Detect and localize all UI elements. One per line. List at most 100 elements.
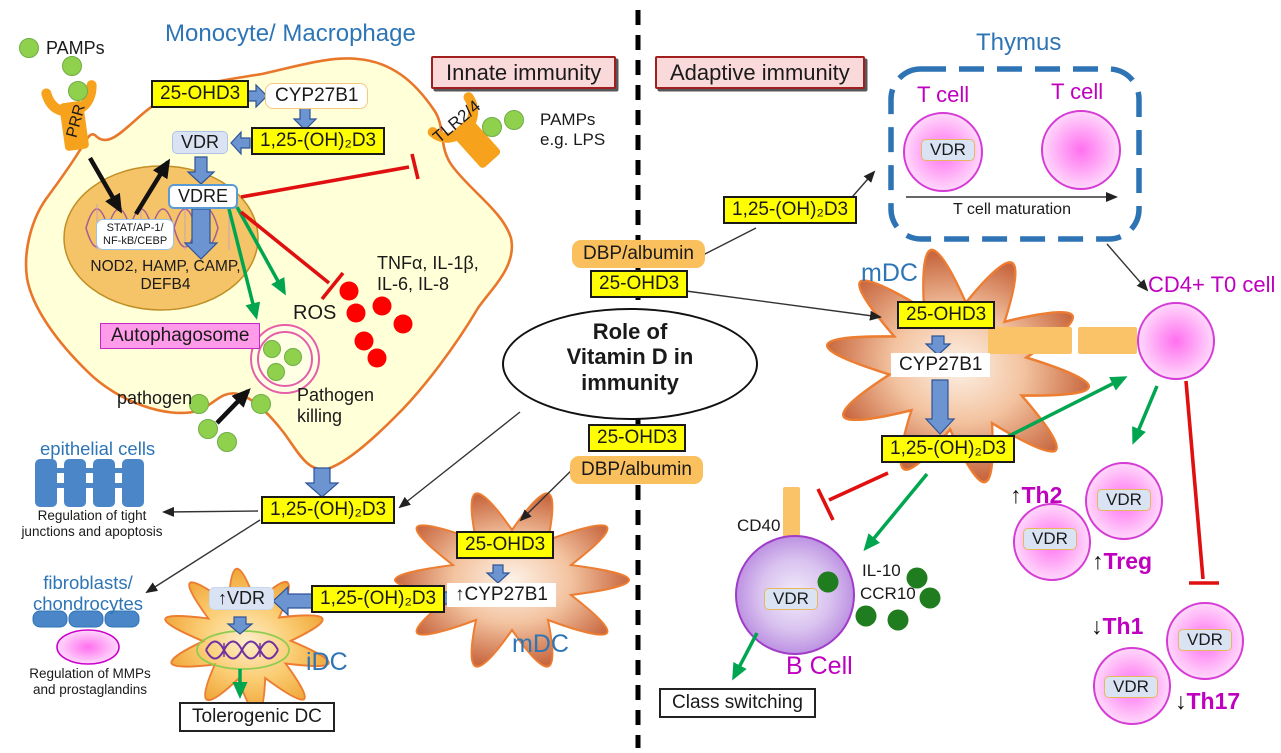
bcell-label: B Cell — [786, 652, 853, 680]
th17-label: ↓Th17 — [1175, 688, 1240, 714]
ros-label: ROS — [293, 302, 337, 324]
fibroblasts-title-line1: fibroblasts/ — [43, 572, 133, 593]
fibroblasts-caption-line2: and prostaglandins — [32, 681, 148, 697]
th2-label: ↑Th2 — [1010, 482, 1062, 508]
dbp-albumin-box-bottom: DBP/albumin — [570, 456, 703, 484]
cd40-label: CD40 — [737, 516, 781, 535]
th1-text: Th1 — [1102, 613, 1144, 639]
epithelial-junctions — [35, 459, 144, 507]
connector-arrows — [145, 170, 1149, 594]
killing-line2: killing — [297, 405, 343, 426]
tcell-maturation-label: T cell maturation — [953, 201, 1071, 218]
inhibition-lines-red — [239, 153, 1219, 585]
vdr-up-box-idc: ↑VDR — [209, 587, 275, 610]
ohd3-box-bottom: 25-OHD3 — [588, 424, 687, 452]
th17-down-arrow-icon: ↓ — [1175, 688, 1187, 714]
ccr10-label: CCR10 — [860, 584, 916, 603]
activation-arrows-green — [227, 206, 1159, 699]
treg-text: Treg — [1103, 548, 1153, 574]
th1-down-arrow-icon: ↓ — [1091, 613, 1103, 639]
vdr-box-monocyte: VDR — [172, 131, 229, 154]
class-switching-box: Class switching — [659, 688, 816, 718]
pamp-pathogen-dots — [19, 38, 524, 452]
fibroblasts-caption-line1: Regulation of MMPs — [29, 666, 151, 681]
d125-box-idc: 1,25-(OH)₂D3 — [311, 585, 446, 613]
cd4-t0-cell-label: CD4+ T0 cell — [1148, 272, 1276, 297]
ohd3-box-top: 25-OHD3 — [590, 270, 689, 298]
il10-label: IL-10 — [862, 561, 901, 580]
vdr-box-bcell: VDR — [764, 588, 818, 610]
mhc-tcr-bars — [988, 327, 1137, 354]
vdr-box-th1: VDR — [1104, 676, 1158, 698]
cytokines-label: TNFα, IL-1β,IL-6, IL-8 — [377, 253, 479, 294]
vdr-box-thymus-tcell: VDR — [921, 139, 975, 161]
autophagosome-label: Autophagosome — [100, 323, 261, 349]
cyp27b1-box-monocyte: CYP27B1 — [265, 83, 369, 109]
pathogen-label: pathogen — [117, 388, 193, 408]
stat-line1: STAT/AP-1/ — [106, 222, 164, 234]
target-genes-label: NOD2, HAMP, CAMP,DEFB4 — [88, 258, 243, 294]
cyp27b1-box-mdc-adaptive: CYP27B1 — [891, 353, 991, 377]
monocyte-title: Monocyte/ Macrophage — [165, 20, 416, 47]
central-title-ellipse: Role of Vitamin D in immunity — [502, 308, 758, 420]
central-title-line1: Role of — [592, 319, 668, 344]
vdr-box-th17: VDR — [1178, 629, 1232, 651]
epithelial-title: epithelial cells — [40, 438, 156, 459]
vdre-box: VDRE — [168, 184, 239, 209]
d125-box-thymus-path: 1,25-(OH)₂D3 — [723, 196, 858, 224]
stat-line2: NF-kB/CEBP — [103, 234, 168, 247]
d125-box-monocyte: 1,25-(OH)₂D3 — [251, 127, 386, 155]
lps-line1: PAMPs — [540, 110, 596, 129]
blue-process-arrows — [183, 83, 956, 635]
ohd3-box-monocyte: 25-OHD3 — [151, 80, 250, 108]
autophagosome-vesicle — [250, 324, 320, 394]
th2-text: Th2 — [1021, 482, 1063, 508]
thymus-title: Thymus — [976, 29, 1062, 56]
tcell-right-label: T cell — [1051, 79, 1104, 104]
tlr24-receptor-icon — [427, 92, 501, 168]
fibroblast-shapes — [32, 610, 140, 665]
fibroblasts-title-line2: chondrocytes — [32, 593, 144, 615]
pamps-label: PAMPs — [46, 38, 105, 58]
prr-receptor-icon — [41, 80, 97, 151]
treg-label: ↑Treg — [1092, 548, 1152, 574]
thymus-boundary — [888, 66, 1142, 242]
fibroblasts-title: fibroblasts/chondrocytes — [28, 572, 148, 615]
epithelial-caption-line2: junctions and apoptosis — [21, 523, 163, 539]
mdc-adaptive-label: mDC — [861, 259, 918, 287]
mdc-innate-label: mDC — [512, 630, 569, 658]
tolerogenic-dc-box: Tolerogenic DC — [179, 702, 335, 732]
treg-up-arrow-icon: ↑ — [1092, 548, 1104, 574]
tcell-left-label: T cell — [917, 82, 970, 107]
innate-immunity-header: Innate immunity — [431, 56, 617, 90]
il10-dots — [817, 567, 941, 631]
epithelial-caption-line1: Regulation of tight — [37, 508, 147, 523]
cyp27b1-up-box-mdc-innate: ↑CYP27B1 — [447, 583, 556, 607]
cytokines-line2: IL-6, IL-8 — [377, 273, 450, 294]
stat-nfkb-box: STAT/AP-1/NF-kB/CEBP — [96, 219, 175, 251]
dbp-albumin-box-top: DBP/albumin — [572, 240, 705, 268]
th2-up-arrow-icon: ↑ — [1010, 482, 1022, 508]
cytokines-line1: TNFα, IL-1β, — [377, 253, 479, 273]
adaptive-immunity-header: Adaptive immunity — [655, 56, 865, 90]
killing-line1: Pathogen — [297, 385, 375, 405]
cd40-bar — [783, 487, 800, 537]
vdr-box-th2: VDR — [1097, 489, 1151, 511]
th17-text: Th17 — [1186, 688, 1241, 714]
d125-secreted-box: 1,25-(OH)₂D3 — [261, 496, 396, 524]
cytokine-dots — [339, 281, 413, 368]
idc-label: iDC — [306, 648, 348, 676]
central-title-line2: Vitamin D in — [566, 344, 694, 370]
genes-line1: NOD2, HAMP, CAMP, — [90, 258, 241, 275]
signal-arrows-black — [88, 156, 251, 425]
lps-line2: e.g. LPS — [540, 129, 606, 149]
vdr-box-treg: VDR — [1023, 528, 1077, 550]
ohd3-box-mdc-adaptive: 25-OHD3 — [897, 301, 996, 329]
genes-line2: DEFB4 — [140, 275, 191, 293]
